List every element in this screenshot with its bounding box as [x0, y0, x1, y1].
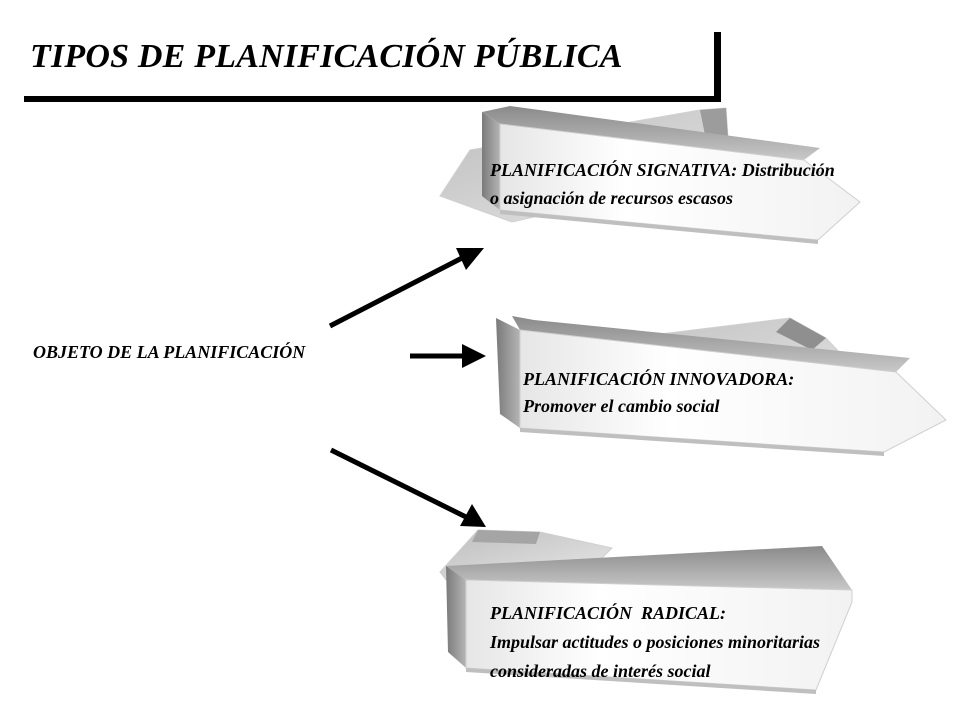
- arrow-to-radical: [329, 447, 486, 527]
- box-signativa-line2: o asignación de recursos escasos: [490, 188, 734, 208]
- arrow-to-signativa: [328, 248, 484, 329]
- box-innovadora-shape: [496, 316, 947, 456]
- box-radical-text: PLANIFICACIÓN RADICAL: Impulsar actitude…: [490, 599, 950, 686]
- box-radical-line2: Impulsar actitudes o posiciones minorita…: [490, 632, 821, 652]
- slide-title: TIPOS DE PLANIFICACIÓN PÚBLICA: [30, 38, 623, 75]
- box-signativa-body-inline: Distribución: [737, 160, 835, 180]
- box-signativa-heading: PLANIFICACIÓN SIGNATIVA:: [490, 160, 738, 180]
- title-side-rule: [714, 32, 721, 102]
- arrow-to-innovadora: [410, 344, 486, 368]
- box-innovadora-heading: PLANIFICACIÓN INNOVADORA:: [523, 369, 795, 389]
- title-underline: [24, 96, 721, 102]
- box-signativa-text: PLANIFICACIÓN SIGNATIVA: Distribución o …: [490, 156, 960, 212]
- source-label: OBJETO DE LA PLANIFICACIÓN: [33, 342, 306, 362]
- box-signativa-shape: [439, 106, 861, 244]
- box-radical-heading: PLANIFICACIÓN RADICAL:: [490, 603, 727, 623]
- box-radical-line3: consideradas de interés social: [490, 661, 711, 681]
- box-innovadora-text: PLANIFICACIÓN INNOVADORA: Promover el ca…: [523, 366, 903, 420]
- box-radical-shape: [439, 529, 853, 694]
- box-innovadora-line2: Promover el cambio social: [523, 396, 720, 416]
